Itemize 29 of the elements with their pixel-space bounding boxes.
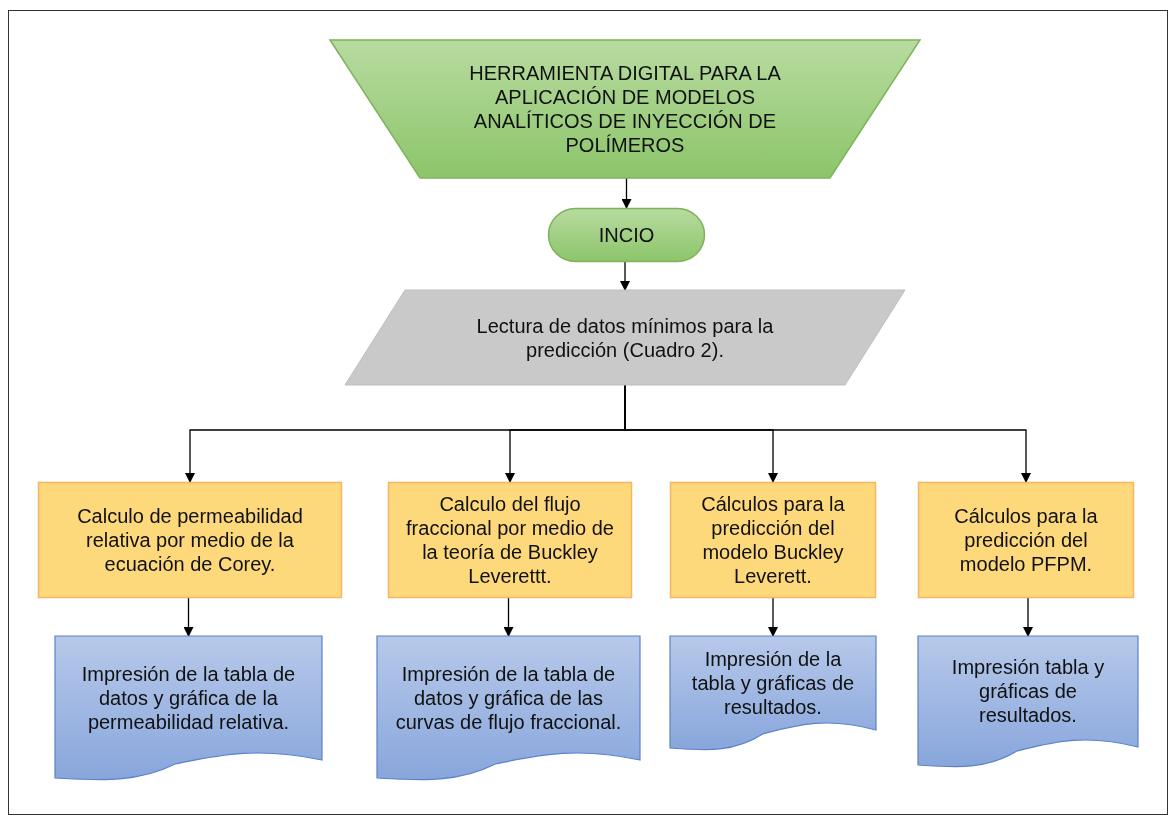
document-shape <box>377 636 640 778</box>
process-box <box>388 482 632 598</box>
title-trapezoid <box>330 40 920 178</box>
node-text: Calculo de permeabilidad relativa por medio de la ecuación de Corey. <box>76 504 304 576</box>
process-box <box>38 482 342 598</box>
node-text: Impresión de la tabla de datos y gráfica de las curvas de flujo fraccional. <box>394 662 623 734</box>
arrow <box>624 384 1031 483</box>
arrow <box>183 597 194 637</box>
node-text: Impresión de la tabla y gráficas de resultados. <box>690 647 856 719</box>
process-box <box>670 482 876 598</box>
document-shape <box>918 636 1138 765</box>
node-text: HERRAMIENTA DIGITAL PARA LA APLICACIÓN DE MODELOS ANALÍTICOS DE INYECCIÓN DE POLÍMEROS <box>468 61 782 157</box>
document-shape <box>670 636 876 748</box>
node-text: Impresión de la tabla de datos y gráfica de la permeabilidad relativa. <box>80 662 297 734</box>
arrow <box>768 597 778 637</box>
node-text: Cálculos para la predicción del modelo PFPM. <box>953 504 1099 576</box>
arrow <box>621 177 632 209</box>
node-text: Cálculos para la predicción del modelo Buckley Leverett. <box>700 492 846 588</box>
process-box <box>918 482 1134 598</box>
input-parallelogram <box>345 290 905 385</box>
arrow <box>1023 597 1033 637</box>
document-shape <box>55 636 322 778</box>
node-text: Lectura de datos mínimos para la predicción (Cuadro 2). <box>475 313 775 362</box>
node-text: Calculo del flujo fraccional por medio de la teoría de Buckley Leverettt. <box>405 492 615 588</box>
start-terminator <box>548 208 705 262</box>
node-text: Impresión tabla y gráficas de resultados. <box>950 654 1106 727</box>
arrow <box>503 597 514 637</box>
arrow <box>620 261 630 291</box>
node-text: INCIO <box>598 223 655 247</box>
